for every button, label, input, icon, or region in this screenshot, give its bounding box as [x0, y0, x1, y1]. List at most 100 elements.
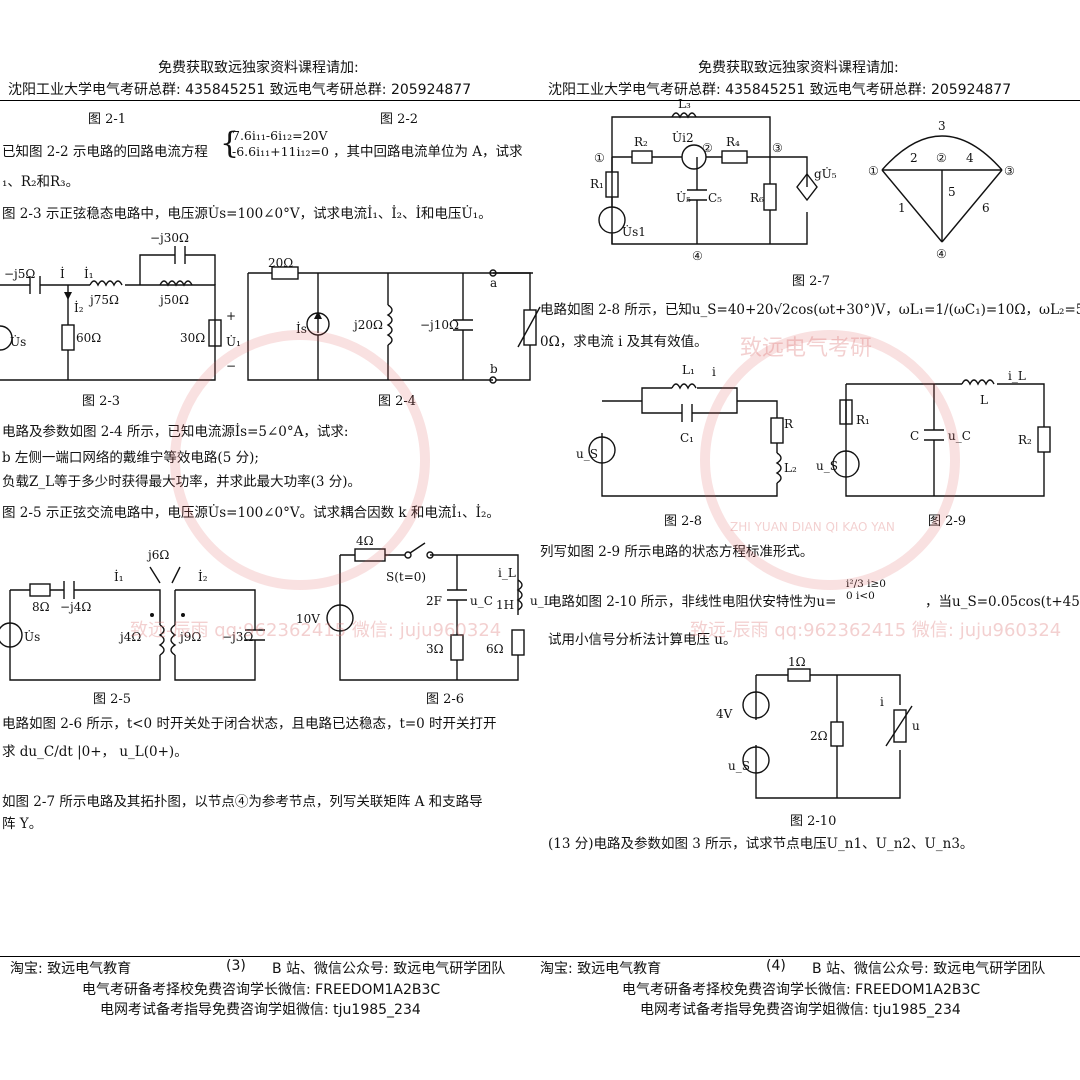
c23-30-label: 30Ω	[180, 331, 205, 345]
header-right-line1: 免费获取致远独家资料课程请加:	[698, 60, 899, 76]
c27-branch-4-label: 4	[966, 151, 974, 165]
c27-us1-label: U̇s1	[622, 224, 646, 239]
header-rule	[0, 100, 1080, 101]
c27-n2-label: ②	[702, 141, 713, 155]
c23-neg-j5-label: −j5Ω	[4, 267, 35, 281]
c26-2f-label: 2F	[426, 594, 442, 608]
q10-text: (13 分)电路及参数如图 3 所示，试求节点电压U_n1、U_n2、U_n3。	[548, 836, 974, 852]
c27-r1-label: R₁	[590, 177, 604, 191]
q5-text-b: 求 du_C/dt |0+， u_L(0+)。	[2, 744, 188, 760]
c23-u1-label: U̇₁	[226, 334, 241, 349]
caption-fig-2-2: 图 2-2	[380, 112, 419, 127]
c27-branch-3-label: 3	[938, 119, 946, 133]
caption-fig-2-8: 图 2-8	[664, 514, 703, 529]
footer-left-taobao: 淘宝: 致远电气教育	[10, 961, 132, 977]
q9-case1: i²/3 i≥0	[846, 578, 886, 590]
circuit-fig-2-4: 20Ω İs j20Ω −j10Ω a b	[247, 256, 541, 384]
c210-1-label: 1Ω	[788, 655, 806, 669]
c23-minus-label: −	[226, 359, 236, 373]
c210-2-label: 2Ω	[810, 729, 828, 743]
footer-right-taobao: 淘宝: 致远电气教育	[540, 961, 662, 977]
c25-j4-label: j4Ω	[118, 630, 141, 644]
c25-i2-label: İ₂	[198, 569, 208, 584]
c27-branch-1b-label: 1	[898, 201, 906, 215]
c210-4v-label: 4V	[716, 707, 733, 721]
header-left-line2: 沈阳工业大学电气考研总群: 435845251 致远电气考研总群: 205924…	[8, 82, 472, 98]
caption-fig-2-7: 图 2-7	[792, 274, 831, 289]
caption-fig-2-3: 图 2-3	[82, 394, 121, 409]
circuit-fig-2-5: j6Ω 8Ω −j4Ω İ₁ İ₂ j4Ω j9Ω −j3Ω U̇s	[0, 548, 265, 681]
q6-text-a: 如图 2-7 所示电路及其拓扑图，以节点④为参考节点，列写关联矩阵 A 和支路导	[2, 794, 483, 810]
q9-case2: 0 i<0	[846, 590, 875, 602]
circuit-fig-2-9: R₁ C u_C i_L L R₂ u_S	[816, 369, 1051, 497]
footer-left-wx2: 电网考试备考指导免费咨询学姐微信: tju1985_234	[100, 1002, 421, 1018]
q1-text-c: ₁、R₂和R₃。	[2, 174, 80, 190]
c27-u5-label: U̇₅	[676, 190, 691, 205]
c27-r2-label: R₂	[634, 135, 648, 149]
footer-right-wx2: 电网考试备考指导免费咨询学姐微信: tju1985_234	[640, 1002, 961, 1018]
c27-topo-n1-label: ①	[868, 164, 879, 178]
c27-topo-n3-label: ③	[1004, 164, 1015, 178]
q2-text: 图 2-3 示正弦稳态电路中，电压源U̇s=100∠0°V，试求电流İ₁、İ₂、…	[2, 206, 492, 222]
q3-text-c: 负载Z_L等于多少时获得最大功率，并求此最大功率(3 分)。	[2, 474, 362, 490]
c210-i-label: i	[880, 695, 884, 709]
q7-text-b: 0Ω，求电流 i 及其有效值。	[540, 334, 708, 350]
caption-fig-2-5: 图 2-5	[93, 692, 132, 707]
c28-us-label: u_S	[576, 447, 598, 461]
c23-j75-label: j75Ω	[88, 293, 119, 307]
caption-fig-2-4: 图 2-4	[378, 394, 417, 409]
q4-text: 图 2-5 示正弦交流电路中，电压源U̇s=100∠0°V。试求耦合因数 k 和…	[2, 505, 500, 521]
q9-text-a: 电路如图 2-10 所示，非线性电阻伏安特性为u=	[548, 594, 837, 610]
q9-text-b: ，当u_S=0.05cos(t+45°)V	[925, 594, 1080, 610]
c29-r1-label: R₁	[856, 413, 870, 427]
footer-rule	[0, 956, 1080, 957]
q3-text-a: 电路及参数如图 2-4 所示，已知电流源İs=5∠0°A，试求:	[2, 424, 349, 440]
c25-8-label: 8Ω	[32, 600, 50, 614]
c29-c-label: C	[910, 429, 919, 443]
footer-right-bili: B 站、微信公众号: 致远电气研学团队	[812, 961, 1046, 977]
circuit-fig-2-7: ① ② ③ ④ L₃ R₂ U̇i2 R₄ R₁ C₅ U̇₅ R₆ gU̇₅ …	[590, 97, 1015, 263]
c29-us-label: u_S	[816, 459, 838, 473]
q1-text-a: 已知图 2-2 示电路的回路电流方程	[2, 144, 208, 160]
c27-n1-label: ①	[594, 151, 605, 165]
c24-a-label: a	[490, 276, 497, 290]
c27-ui2-label: U̇i2	[672, 130, 694, 145]
q1-text-b: ，其中回路电流单位为 A，试求	[333, 144, 523, 160]
q5-text-a: 电路如图 2-6 所示，t<0 时开关处于闭合状态，且电路已达稳态，t=0 时开…	[2, 716, 497, 732]
q9-cases: i²/3 i≥0 0 i<0	[846, 578, 886, 602]
q1-eq2: -6.6i₁₁+11i₁₂=0	[232, 144, 329, 159]
c29-l-label: L	[980, 393, 988, 407]
c29-r2-label: R₂	[1018, 433, 1032, 447]
c27-gu5-label: gU̇₅	[814, 166, 837, 181]
c27-n4-label: ④	[692, 249, 703, 263]
watermark-logo-sub: ZHI YUAN DIAN QI KAO YAN	[730, 520, 895, 534]
c28-r-label: R	[784, 417, 794, 431]
footer-right-wx1: 电气考研备考择校免费咨询学长微信: FREEDOM1A2B3C	[622, 982, 981, 998]
c25-j6-label: j6Ω	[146, 548, 169, 562]
c26-ul-label: u_L	[530, 594, 552, 608]
c27-branch-5-label: 5	[948, 185, 956, 199]
c28-i-label: i	[712, 365, 716, 379]
c26-10v-label: 10V	[296, 612, 320, 626]
c27-branch-1-label: 2	[910, 151, 918, 165]
circuit-fig-2-10: 1Ω 4V 2Ω i u u_S	[716, 655, 920, 799]
c26-6-label: 6Ω	[486, 642, 504, 656]
c26-3-label: 3Ω	[426, 642, 444, 656]
caption-fig-2-6: 图 2-6	[426, 692, 465, 707]
c25-j9-label: j9Ω	[178, 630, 201, 644]
q1-eq1: 7.6i₁₁-6i₁₂=20V	[232, 128, 328, 143]
c210-u-label: u	[912, 719, 920, 733]
c27-branch-6-label: 6	[982, 201, 990, 215]
c29-il-label: i_L	[1008, 369, 1026, 383]
circuit-fig-2-8: L₁ i C₁ R L₂ u_S	[576, 363, 797, 497]
c25-us-label: U̇s	[24, 629, 40, 644]
c23-60-label: 60Ω	[76, 331, 101, 345]
c23-plus-label: +	[226, 309, 236, 323]
c23-us-label: U̇s	[10, 334, 26, 349]
c24-b-label: b	[490, 362, 498, 376]
caption-fig-2-1: 图 2-1	[88, 112, 127, 127]
circuit-fig-2-3: −j30Ω −j5Ω İ İ₁ İ₂ j75Ω j50Ω 60Ω 30Ω U̇s…	[0, 231, 241, 381]
c26-s-label: S(t=0)	[386, 570, 426, 584]
c24-neg-j10-label: −j10Ω	[420, 318, 459, 332]
q9-text-c: 试用小信号分析法计算电压 u。	[548, 632, 737, 648]
